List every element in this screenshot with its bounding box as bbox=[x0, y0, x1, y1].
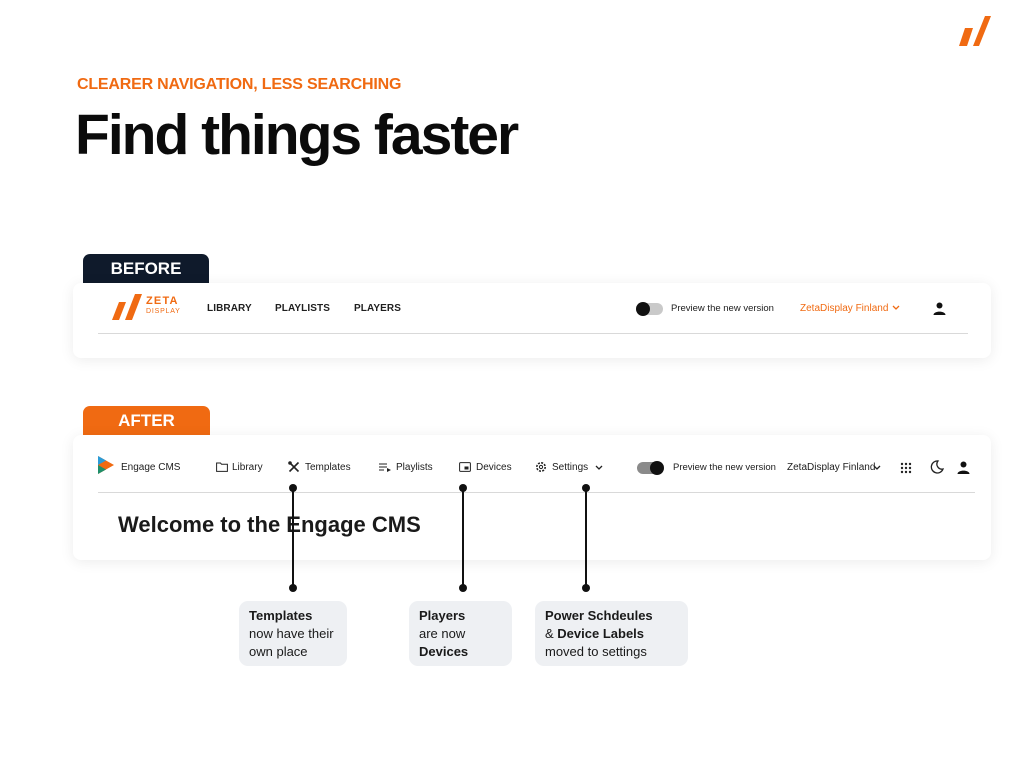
playlist-icon bbox=[379, 463, 391, 472]
chevron-down-icon[interactable] bbox=[873, 465, 881, 471]
app-name: Engage CMS bbox=[121, 462, 181, 473]
user-icon[interactable] bbox=[957, 461, 970, 474]
nav-library[interactable]: Library bbox=[232, 462, 263, 473]
nav-playlists[interactable]: PLAYLISTS bbox=[275, 303, 330, 314]
welcome-heading: Welcome to the Engage CMS bbox=[118, 512, 421, 537]
settings-chevron-icon[interactable] bbox=[595, 465, 603, 471]
nav-playlists[interactable]: Playlists bbox=[396, 462, 433, 473]
before-tab: BEFORE bbox=[83, 254, 209, 284]
nav-templates[interactable]: Templates bbox=[305, 462, 351, 473]
preview-label: Preview the new version bbox=[671, 303, 774, 314]
after-divider bbox=[98, 492, 975, 493]
callout-text: own place bbox=[249, 644, 308, 659]
callout-devices: Players are now Devices bbox=[409, 601, 512, 666]
connector-dot bbox=[459, 584, 467, 592]
connector-dot bbox=[289, 584, 297, 592]
page-headline: Find things faster bbox=[75, 103, 519, 167]
nav-devices[interactable]: Devices bbox=[476, 462, 512, 473]
nav-players[interactable]: PLAYERS bbox=[354, 303, 402, 314]
apps-grid-icon[interactable] bbox=[900, 462, 912, 474]
connector-line-templates bbox=[292, 488, 294, 588]
zeta-logo-icon bbox=[112, 294, 142, 320]
connector-line-settings bbox=[585, 488, 587, 588]
zeta-brand-icon bbox=[959, 16, 991, 46]
gear-icon bbox=[536, 462, 546, 472]
org-selector[interactable]: ZetaDisplay Finland bbox=[800, 303, 889, 314]
preview-label: Preview the new version bbox=[673, 462, 776, 473]
folder-icon bbox=[216, 462, 228, 472]
callout-templates: Templates now have their own place bbox=[239, 601, 347, 666]
callout-text: are now bbox=[419, 626, 466, 641]
nav-settings[interactable]: Settings bbox=[552, 462, 589, 473]
before-divider bbox=[98, 333, 968, 334]
connector-dot bbox=[582, 584, 590, 592]
preview-toggle-off[interactable] bbox=[636, 302, 663, 316]
org-selector[interactable]: ZetaDisplay Finland bbox=[787, 462, 876, 473]
callout-text: moved to settings bbox=[545, 644, 647, 659]
preview-toggle-on[interactable] bbox=[637, 461, 664, 475]
callout-text-bold: Device Labels bbox=[557, 626, 645, 641]
callout-text: now have their bbox=[249, 626, 334, 641]
callout-settings: Power Schdeules & Device Labels moved to… bbox=[535, 601, 688, 666]
eyebrow-text: CLEARER NAVIGATION, LESS SEARCHING bbox=[77, 76, 402, 93]
callout-title: Players bbox=[419, 608, 466, 623]
logo-text-display: DISPLAY bbox=[146, 308, 181, 315]
after-tab: AFTER bbox=[83, 406, 210, 436]
before-navbar-panel bbox=[73, 283, 991, 358]
user-icon[interactable] bbox=[933, 302, 946, 315]
moon-icon[interactable] bbox=[930, 460, 944, 474]
device-icon bbox=[459, 462, 471, 472]
after-navbar-panel bbox=[73, 435, 991, 560]
play-logo-icon bbox=[98, 456, 114, 474]
nav-library[interactable]: LIBRARY bbox=[207, 303, 252, 314]
logo-text-zeta: ZETA bbox=[146, 295, 179, 307]
callout-title: Power Schdeules bbox=[545, 608, 653, 623]
callout-text-bold: Devices bbox=[419, 644, 469, 659]
callout-text: & bbox=[545, 626, 558, 641]
callout-title: Templates bbox=[249, 608, 313, 623]
tools-icon bbox=[288, 461, 300, 473]
connector-line-devices bbox=[462, 488, 464, 588]
chevron-down-icon[interactable] bbox=[892, 305, 900, 311]
